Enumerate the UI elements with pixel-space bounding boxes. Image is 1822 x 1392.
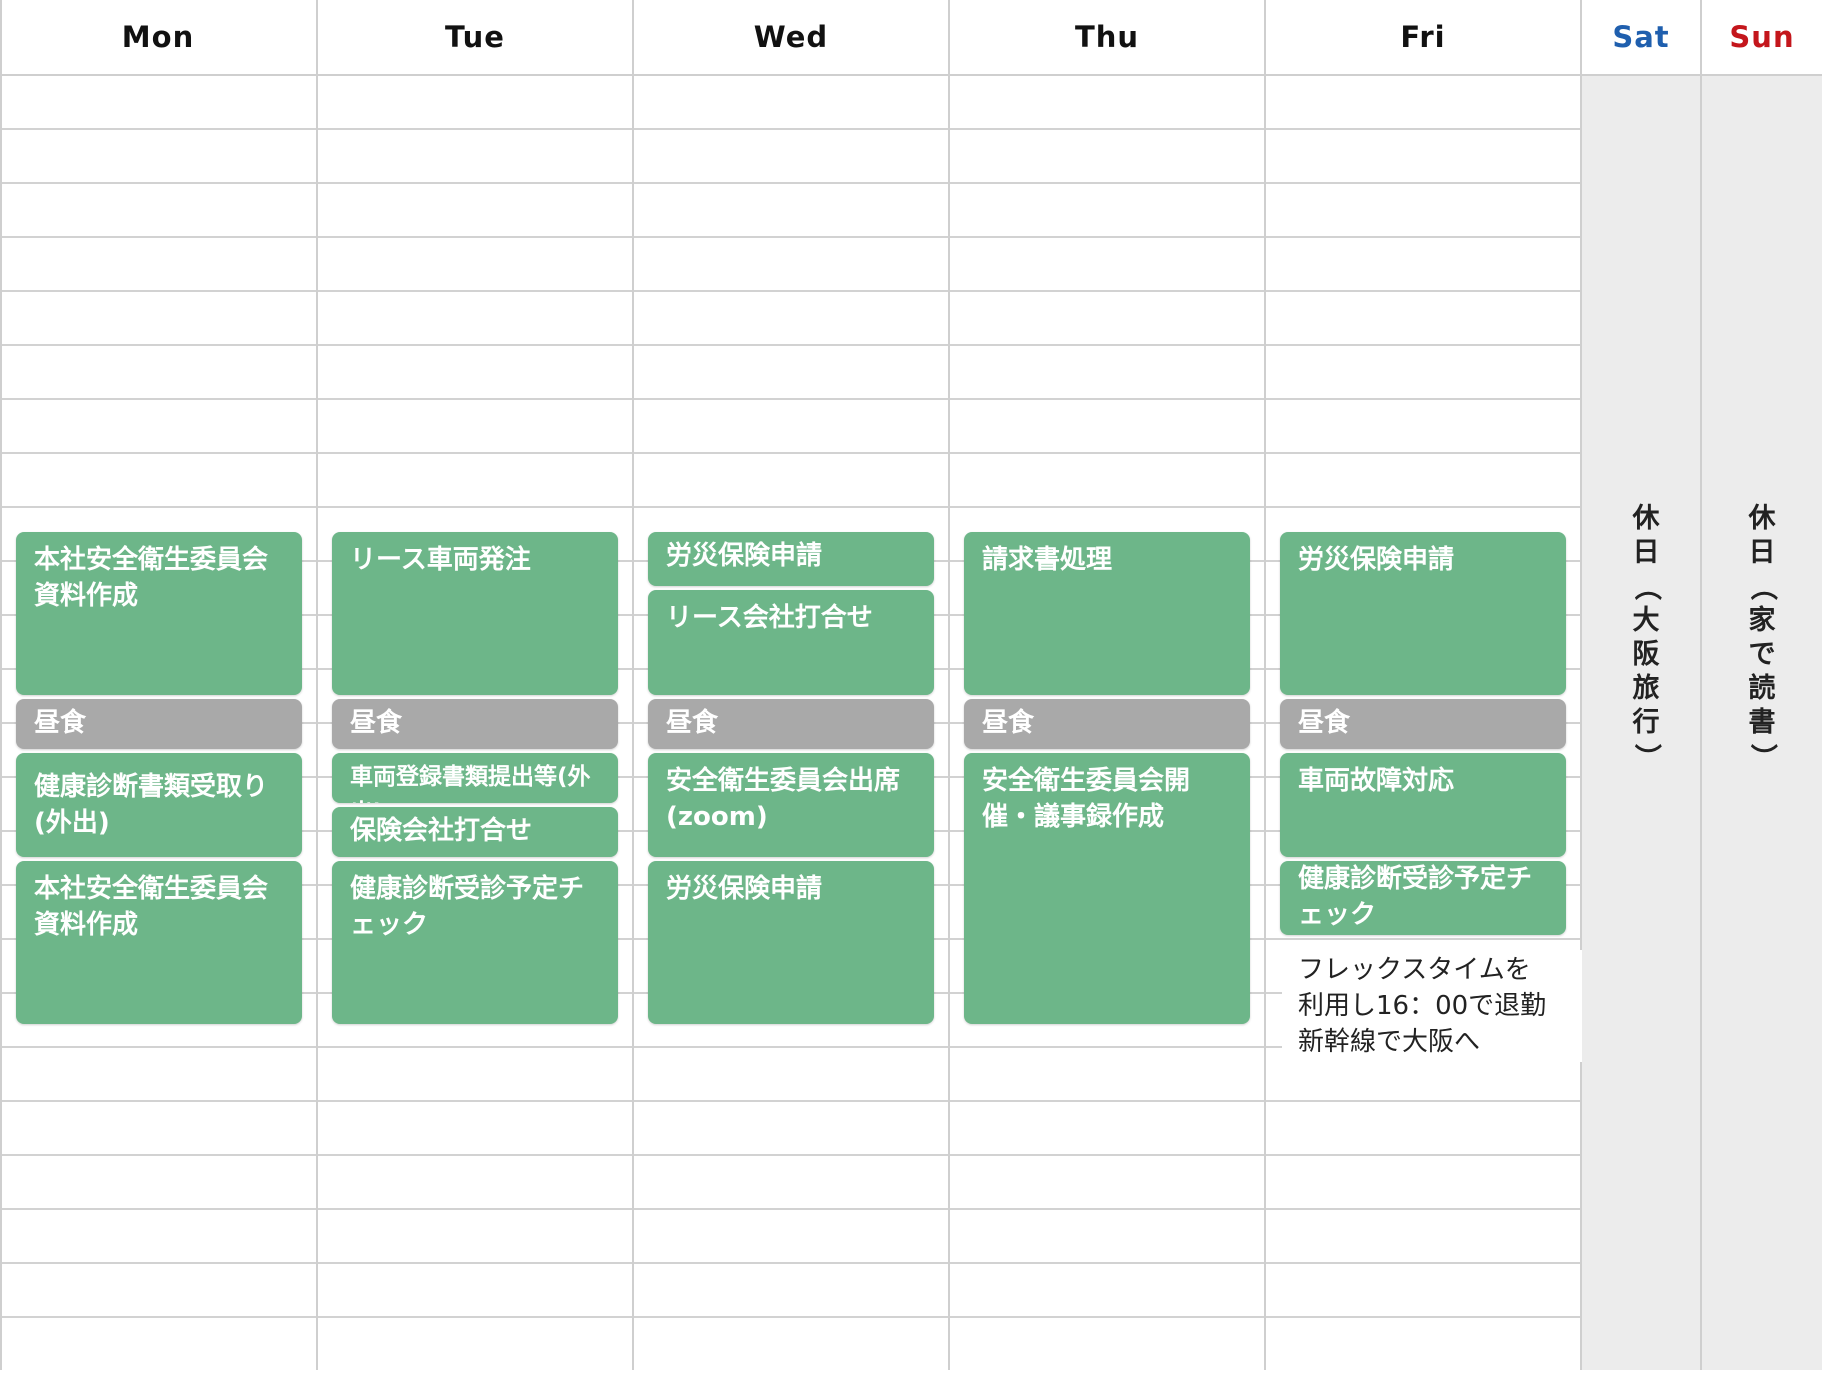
event-block[interactable]: 健康診断書類受取り(外出) [16,753,302,857]
event-block[interactable]: 健康診断受診予定チェック [1280,861,1566,935]
day-header-sun: Sun [1729,20,1795,54]
lunch-block[interactable]: 昼食 [648,699,934,749]
grid-line [0,236,1580,238]
holiday-label-char: 休 [1632,503,1660,534]
holiday-label-char: （ [1631,573,1662,601]
note-line: フレックスタイムを [1298,955,1531,985]
event-block[interactable]: 車両登録書類提出等(外出) [332,753,618,803]
saturday-column [1582,76,1700,1370]
event-block[interactable]: 本社安全衛生委員会資料作成 [16,532,302,695]
grid-line [0,1208,1580,1210]
grid-line [0,128,1580,130]
grid-line [0,506,1580,508]
event-block[interactable]: 労災保険申請 [648,861,934,1024]
holiday-label-char: 阪 [1632,639,1660,670]
holiday-label-char: 行 [1632,707,1660,738]
event-block[interactable]: 車両故障対応 [1280,753,1566,857]
grid-line [948,0,950,1392]
day-header-fri: Fri [1400,20,1446,54]
holiday-label-char: 日 [1632,537,1660,568]
event-block[interactable]: 請求書処理 [964,532,1250,695]
lunch-block[interactable]: 昼食 [332,699,618,749]
event-block[interactable]: 安全衛生委員会開催・議事録作成 [964,753,1250,1024]
grid-line [1264,0,1266,1392]
day-header-tue: Tue [445,20,505,54]
grid-line [1700,0,1702,1392]
lunch-block[interactable]: 昼食 [1280,699,1566,749]
lunch-block[interactable]: 昼食 [16,699,302,749]
event-block[interactable]: リース会社打合せ [648,590,934,695]
event-block[interactable]: 労災保険申請 [1280,532,1566,695]
event-block[interactable]: 本社安全衛生委員会資料作成 [16,861,302,1024]
grid-line [1580,0,1582,1392]
grid-line [0,344,1580,346]
holiday-label-char: 読 [1748,673,1776,704]
day-header-wed: Wed [753,20,829,54]
header-divider [0,74,1822,76]
grid-line [0,1100,1580,1102]
grid-line [0,1316,1580,1318]
grid-line [632,0,634,1392]
event-block[interactable]: 安全衛生委員会出席(zoom) [648,753,934,857]
bottom-strip [0,1370,1822,1392]
sunday-column [1702,76,1822,1370]
holiday-label-char: 書 [1748,707,1776,738]
holiday-label-char: 家 [1748,605,1776,636]
day-header-sat: Sat [1612,20,1670,54]
holiday-label-char: 旅 [1632,673,1660,704]
grid-line [0,452,1580,454]
event-block[interactable]: 保険会社打合せ [332,807,618,857]
holiday-label-char: 大 [1632,605,1660,636]
friday-note: フレックスタイムを 利用し16：00で退勤 新幹線で大阪へ [1282,950,1582,1062]
holiday-label-char: ） [1631,743,1662,771]
grid-line [0,1154,1580,1156]
holiday-label-char: ） [1747,743,1778,771]
grid-line [316,0,318,1392]
event-block[interactable]: リース車両発注 [332,532,618,695]
day-header-thu: Thu [1074,20,1140,54]
grid-line [0,1262,1580,1264]
event-block[interactable]: 労災保険申請 [648,532,934,586]
event-block[interactable]: 健康診断受診予定チェック [332,861,618,1024]
grid-line [0,398,1580,400]
holiday-label-char: で [1748,639,1776,670]
sunday-holiday-label: 休日 （ 家で読書 ） [1742,502,1782,774]
grid-line [0,290,1580,292]
note-line: 利用し16：00で退勤 [1298,991,1547,1021]
day-header-mon: Mon [121,20,195,54]
grid-line [0,182,1580,184]
holiday-label-char: 日 [1748,537,1776,568]
saturday-holiday-label: 休日 （ 大阪旅行 ） [1626,502,1666,774]
grid-line [0,1046,1580,1048]
grid-line [0,0,2,1392]
holiday-label-char: 休 [1748,503,1776,534]
holiday-label-char: （ [1747,573,1778,601]
note-line: 新幹線で大阪へ [1298,1027,1481,1057]
lunch-block[interactable]: 昼食 [964,699,1250,749]
